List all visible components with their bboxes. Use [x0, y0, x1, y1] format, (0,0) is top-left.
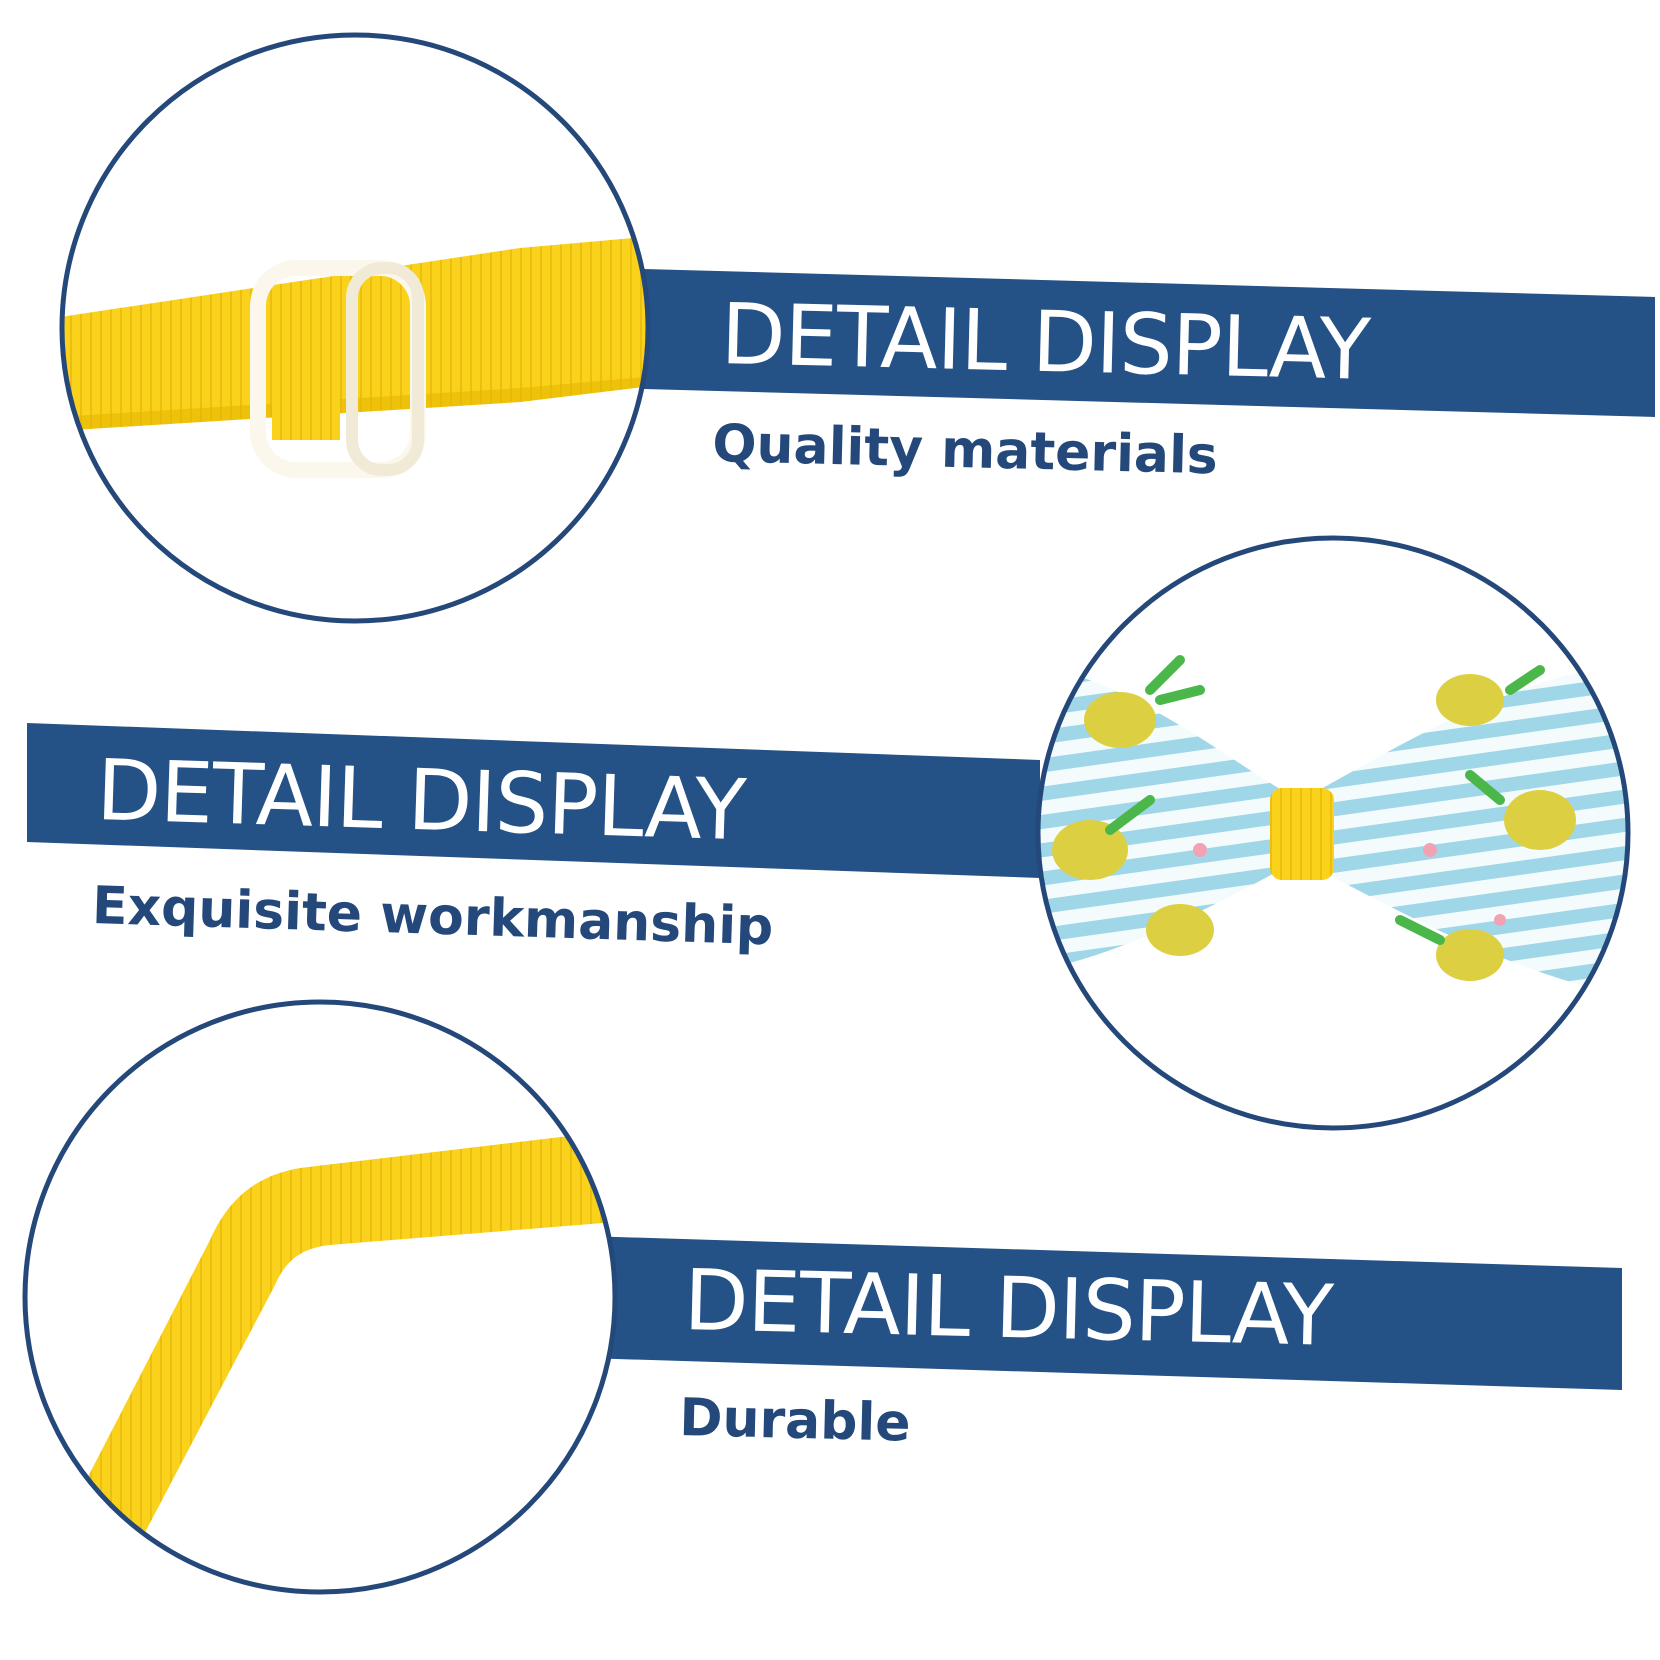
- caption-1: Quality materials: [711, 414, 1219, 487]
- heading-1: DETAIL DISPLAY: [719, 285, 1371, 399]
- heading-2: DETAIL DISPLAY: [95, 741, 747, 860]
- heading-3: DETAIL DISPLAY: [682, 1251, 1334, 1365]
- photo-bow-tie: [1035, 535, 1631, 1131]
- photo-strap-bent: [22, 999, 618, 1595]
- caption-3: Durable: [678, 1388, 912, 1454]
- photo-strap-buckle: [59, 32, 651, 624]
- banner-1: [610, 268, 1655, 417]
- banner-2: [27, 723, 1040, 878]
- banner-3: [585, 1236, 1622, 1390]
